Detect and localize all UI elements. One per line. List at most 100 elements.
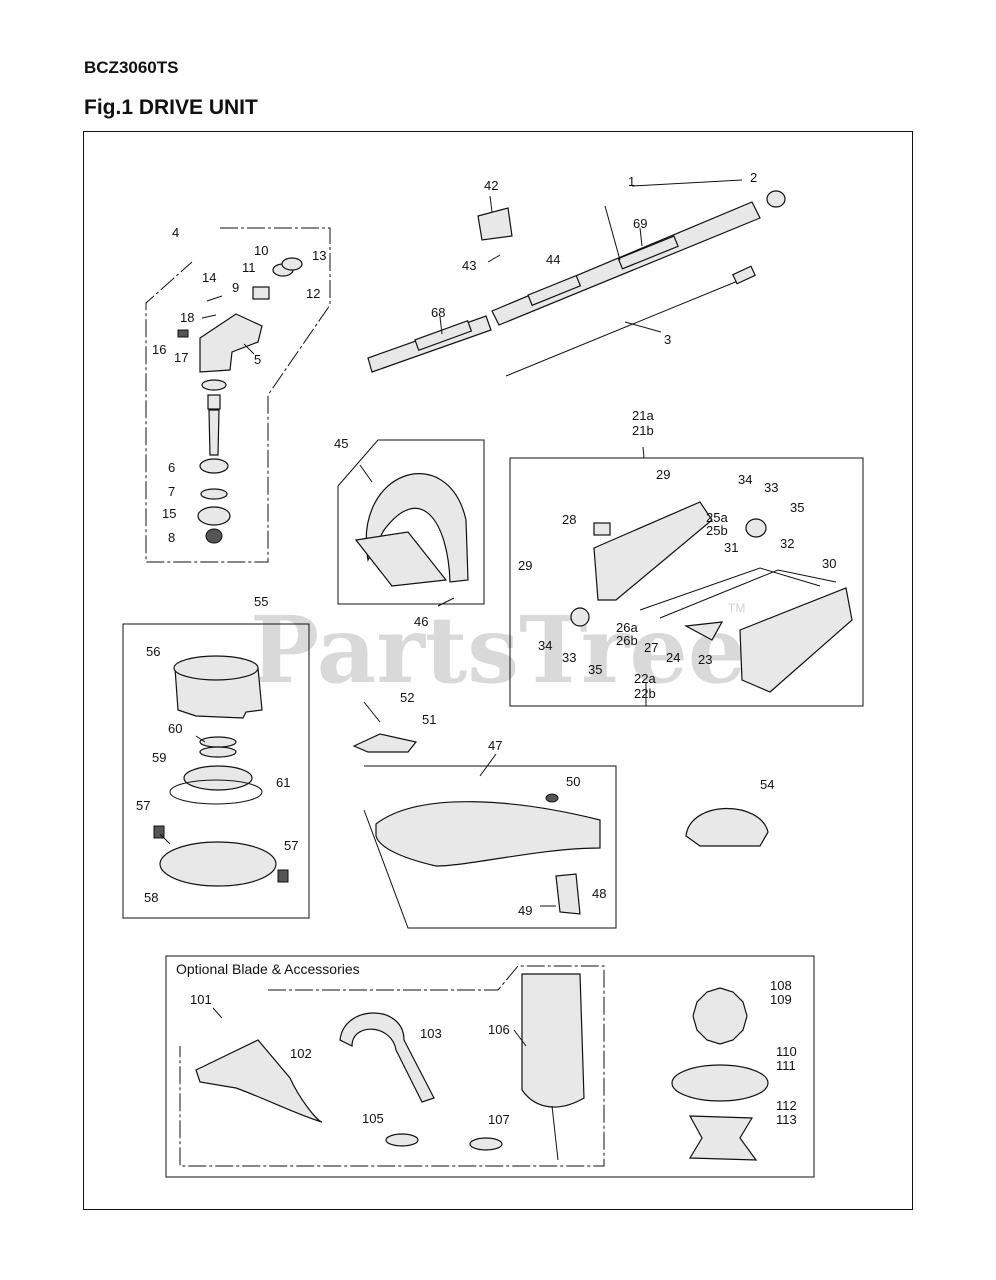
wire-32-part xyxy=(659,569,837,619)
callout-35-bottom: 35 xyxy=(588,662,602,677)
callout-26a: 26a xyxy=(616,620,638,635)
bearing-part xyxy=(201,379,227,391)
callout-25a: 25a xyxy=(706,510,728,525)
optional-outline xyxy=(165,955,815,1178)
shaft-spline-part xyxy=(732,265,756,285)
spool-59-part xyxy=(183,765,253,791)
callout-68: 68 xyxy=(431,305,445,320)
callout-9: 9 xyxy=(232,280,239,295)
leader-101 xyxy=(212,1007,223,1019)
model-number: BCZ3060TS xyxy=(84,58,179,77)
blade-112-part xyxy=(688,1115,758,1161)
bolt-43-part xyxy=(487,254,501,263)
goggles-54-part xyxy=(685,807,769,847)
washer-105-part xyxy=(385,1133,419,1147)
callout-54: 54 xyxy=(760,777,774,792)
loop-handle-part xyxy=(365,473,469,583)
callout-4: 4 xyxy=(172,225,179,240)
callout-8: 8 xyxy=(168,530,175,545)
optional-accessories-group: Optional Blade & Accessories xyxy=(165,955,815,1178)
callout-42: 42 xyxy=(484,178,498,193)
callout-11: 11 xyxy=(242,260,256,275)
callout-33-bottom: 33 xyxy=(562,650,576,665)
callout-48: 48 xyxy=(592,886,606,901)
line-61-part xyxy=(169,779,263,805)
callout-3: 3 xyxy=(664,332,671,347)
nut-50-part xyxy=(545,793,559,803)
throttle-outline xyxy=(509,457,864,707)
spring-60-part xyxy=(199,736,237,748)
eyelet-57a-part xyxy=(153,825,165,839)
leader-1 xyxy=(631,179,743,187)
leader-47 xyxy=(479,753,497,777)
callout-21a: 21a xyxy=(632,408,654,423)
drive-shaft-3-part xyxy=(505,275,751,377)
switch-28-part xyxy=(593,522,611,536)
grip-30-part xyxy=(739,587,853,693)
callout-43: 43 xyxy=(462,258,476,273)
callout-25b: 25b xyxy=(706,523,728,538)
gear-case-group xyxy=(145,227,331,563)
nut-8-part xyxy=(205,528,223,544)
callout-102: 102 xyxy=(290,1046,312,1061)
guard-102-part xyxy=(195,1039,323,1123)
bolt-18-part xyxy=(201,314,217,319)
optional-inner-outline xyxy=(179,965,605,1167)
spindle-part xyxy=(208,409,220,456)
callout-106: 106 xyxy=(488,1022,510,1037)
cover-56-top xyxy=(173,655,259,681)
callout-17: 17 xyxy=(174,350,188,365)
shaft-tube-group xyxy=(367,190,786,377)
callout-6: 6 xyxy=(168,460,175,475)
clip-33b-part xyxy=(570,607,590,627)
callout-10: 10 xyxy=(254,243,268,258)
bolt-46-part xyxy=(437,597,455,607)
callout-46: 46 xyxy=(414,614,428,629)
clamp-42-part xyxy=(477,207,513,241)
gear-case-outline xyxy=(145,227,331,563)
callout-14: 14 xyxy=(202,270,216,285)
bracket-51-part xyxy=(352,733,418,753)
bolt-14-part xyxy=(206,295,223,302)
callout-7: 7 xyxy=(168,484,175,499)
harness-106-part xyxy=(521,973,585,1108)
callout-103: 103 xyxy=(420,1026,442,1041)
leader-42 xyxy=(489,195,493,213)
leader-45 xyxy=(359,464,373,483)
callout-26b: 26b xyxy=(616,633,638,648)
cutter-head-group xyxy=(122,623,310,919)
guard-47-part xyxy=(375,801,601,867)
callout-113: 113 xyxy=(776,1112,797,1127)
leader-57a xyxy=(159,833,171,845)
callout-111: 111 xyxy=(776,1058,796,1073)
leader-1b xyxy=(604,205,621,261)
throttle-group xyxy=(509,457,864,707)
blade-110-part xyxy=(671,1064,769,1102)
base-58-part xyxy=(159,841,277,887)
callout-57-left: 57 xyxy=(136,798,150,813)
callout-29-left: 29 xyxy=(518,558,532,573)
watermark-tm: TM xyxy=(728,601,745,615)
leader-5 xyxy=(243,343,255,355)
callout-52: 52 xyxy=(400,690,414,705)
callout-16: 16 xyxy=(152,342,166,357)
holder-15-part xyxy=(197,506,231,526)
spring-60b-part xyxy=(199,746,237,758)
callout-50: 50 xyxy=(566,774,580,789)
callout-109: 109 xyxy=(770,992,792,1007)
leader-21 xyxy=(642,446,645,459)
callout-60: 60 xyxy=(168,721,182,736)
callout-110: 110 xyxy=(776,1044,797,1059)
handle-outline xyxy=(337,439,485,605)
callout-18: 18 xyxy=(180,310,194,325)
handle-103-part xyxy=(339,1012,435,1103)
watermark-text: PartsTree xyxy=(250,596,746,704)
throttle-housing-part xyxy=(593,501,713,601)
callout-32: 32 xyxy=(780,536,794,551)
callout-51: 51 xyxy=(422,712,436,727)
callout-49: 49 xyxy=(518,903,532,918)
guard-group xyxy=(352,701,617,929)
pin-9-part xyxy=(252,286,270,300)
callout-28: 28 xyxy=(562,512,576,527)
